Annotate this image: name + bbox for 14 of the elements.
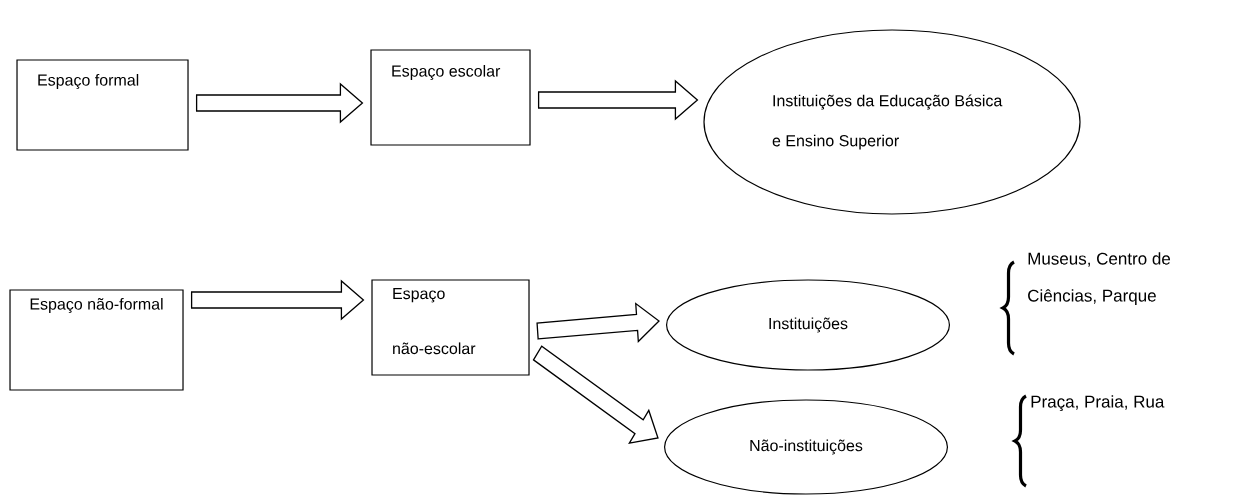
oval-node: Não-instituições — [664, 399, 948, 495]
list-text: Museus, Centro de Ciências, Parque — [1028, 252, 1171, 306]
oval-node: Instituições — [666, 279, 950, 371]
process-box: Espaço não-escolar — [371, 279, 530, 376]
process-box: Espaço escolar — [370, 49, 531, 146]
oval-node: Instituições da Educação Básica e Ensino Superior — [703, 29, 1081, 215]
block-arrow — [537, 79, 699, 121]
block-arrow — [190, 279, 365, 321]
block-arrow — [536, 302, 660, 343]
process-box: Espaço não-formal — [9, 289, 184, 391]
list-text: Praça, Praia, Rua — [1031, 395, 1165, 412]
block-arrow — [195, 82, 364, 124]
block-arrow — [532, 345, 659, 444]
process-box: Espaço formal — [16, 59, 189, 151]
